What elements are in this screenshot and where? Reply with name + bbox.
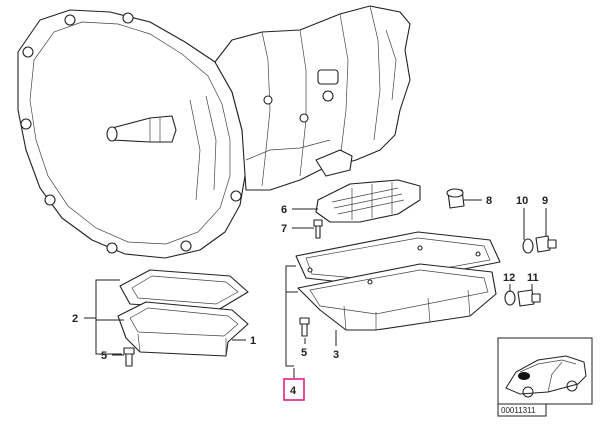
label-part-10[interactable]: 10 bbox=[516, 195, 528, 207]
label-part-6[interactable]: 6 bbox=[281, 204, 287, 216]
oil-pan-left bbox=[117, 301, 249, 357]
label-part-9[interactable]: 9 bbox=[542, 195, 548, 207]
highlight-box bbox=[283, 378, 305, 401]
label-part-4[interactable]: 4 bbox=[290, 385, 297, 397]
label-part-1[interactable]: 1 bbox=[250, 335, 256, 347]
bolt-part-5-left bbox=[123, 347, 135, 367]
part-labels: 6 7 8 10 9 12 11 2 1 5 5 3 4 bbox=[72, 195, 548, 401]
label-part-2[interactable]: 2 bbox=[72, 313, 78, 325]
engine-area-icon bbox=[518, 372, 530, 380]
drain-plug-9-10 bbox=[522, 235, 557, 254]
label-part-3[interactable]: 3 bbox=[333, 349, 339, 361]
gasket-upper bbox=[295, 231, 501, 287]
label-part-12[interactable]: 12 bbox=[503, 272, 515, 284]
oil-filter bbox=[315, 179, 421, 223]
thumbnail-caption: 00011311 bbox=[501, 406, 536, 415]
leader-lines bbox=[84, 199, 547, 378]
bolt-part-5-right bbox=[299, 317, 310, 337]
transmission-case bbox=[214, 5, 411, 191]
oil-pan-assembly-1-2 bbox=[117, 269, 249, 357]
label-part-5-right[interactable]: 5 bbox=[301, 347, 307, 359]
label-part-8[interactable]: 8 bbox=[486, 195, 492, 207]
gasket-left bbox=[119, 269, 249, 311]
label-part-7[interactable]: 7 bbox=[281, 223, 287, 235]
label-part-11[interactable]: 11 bbox=[527, 272, 539, 284]
drain-plug-11-12 bbox=[504, 289, 541, 307]
transmission-assembly bbox=[17, 9, 247, 259]
screw-part-7 bbox=[313, 219, 323, 239]
vehicle-thumbnail[interactable]: 00011311 bbox=[497, 337, 593, 417]
label-part-5-left[interactable]: 5 bbox=[101, 350, 107, 362]
oil-pan-assembly-3 bbox=[295, 231, 501, 331]
plug-part-8 bbox=[446, 188, 465, 209]
oil-pan-right bbox=[297, 263, 497, 331]
